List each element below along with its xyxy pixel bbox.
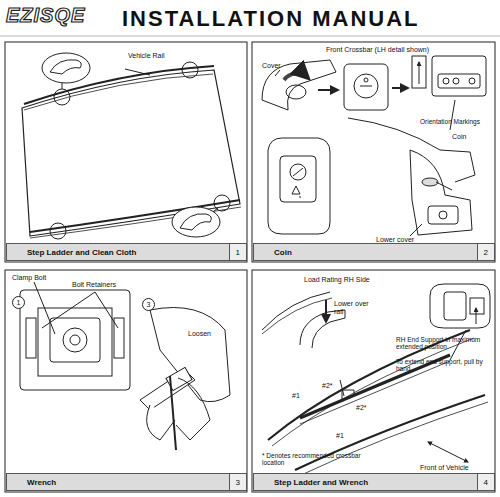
part-label: Orientation Markings bbox=[420, 118, 496, 125]
part-label: Cover bbox=[262, 62, 281, 70]
step-bar: Step Ladder and Clean Cloth 1 bbox=[6, 243, 247, 261]
part-label: Coin bbox=[452, 133, 466, 141]
position-marker: #1 bbox=[336, 432, 344, 440]
position-marker: #2* bbox=[322, 382, 333, 390]
step-number: 2 bbox=[477, 244, 494, 260]
step-number: 4 bbox=[477, 474, 494, 490]
note-text: * Denotes recommended crossbar location bbox=[262, 452, 372, 466]
callout-number: 1 bbox=[12, 296, 25, 309]
tool-list: Coin bbox=[254, 248, 292, 257]
step-number: 1 bbox=[229, 244, 246, 260]
note-text: To extend end support, pull by hand bbox=[396, 358, 490, 372]
tool-list: Wrench bbox=[7, 478, 56, 487]
position-marker: #2* bbox=[356, 404, 367, 412]
tool-list: Step Ladder and Wrench bbox=[254, 478, 368, 487]
note-text: RH End Support in maximum extended posit… bbox=[396, 336, 490, 350]
part-label: Clamp Bolt bbox=[12, 274, 46, 282]
step-bar: Coin 2 bbox=[253, 243, 495, 261]
panel-heading: Front Crossbar (LH detail shown) bbox=[326, 46, 429, 54]
step-bar: Step Ladder and Wrench 4 bbox=[253, 473, 495, 491]
action-label: Lower over rail bbox=[334, 300, 374, 315]
action-label: Loosen bbox=[188, 330, 211, 338]
brand-logo: EZISQE bbox=[6, 4, 85, 26]
callout-number: 3 bbox=[142, 298, 155, 311]
part-label: Vehicle Rail bbox=[128, 52, 165, 60]
step-bar: Wrench 3 bbox=[6, 473, 247, 491]
part-label: Load Rating RH Side bbox=[304, 276, 370, 284]
direction-label: Front of Vehicle bbox=[420, 464, 490, 472]
part-label: Bolt Retainers bbox=[72, 281, 116, 289]
page-title: INSTALLATION MANUAL bbox=[122, 7, 419, 31]
step-number: 3 bbox=[229, 474, 246, 490]
tool-list: Step Ladder and Clean Cloth bbox=[7, 248, 136, 257]
position-marker: #1 bbox=[292, 392, 300, 400]
